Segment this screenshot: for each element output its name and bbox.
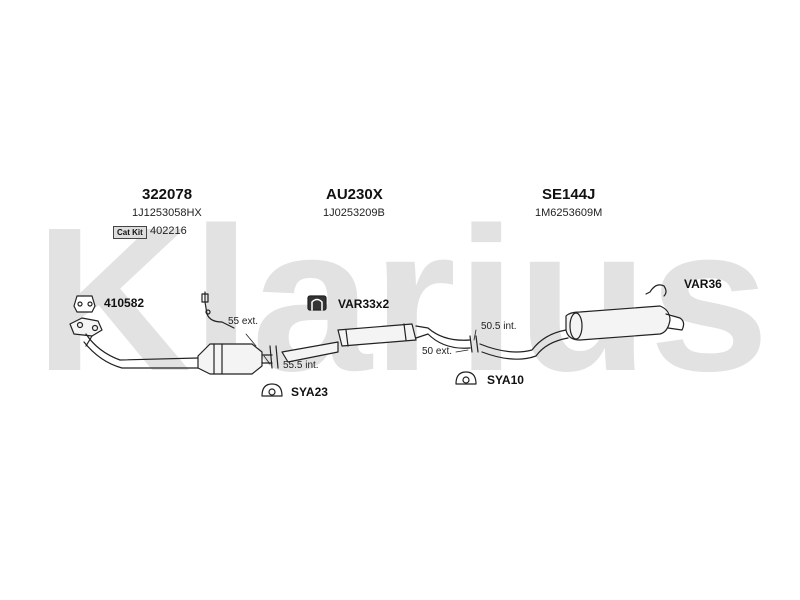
section-3-oem-number: 1M6253609M [535,207,603,219]
dimension-50-5-int: 50.5 int. [481,321,517,332]
gasket-icon [73,295,96,313]
cat-kit-number: 402216 [150,225,187,237]
gasket-label: 410582 [104,296,145,310]
clamp-icon [307,295,327,311]
section-1-part-number: 322078 [142,186,193,203]
rubber-mount-icon-1 [261,383,283,397]
dimension-50-ext: 50 ext. [422,346,453,357]
rear-section [479,305,685,360]
section-3-part-number: SE144J [542,186,596,203]
dimension-55-5-int: 55.5 int. [283,360,319,371]
catalytic-converter [197,343,273,375]
front-pipe [69,317,199,369]
section-1-oem-number: 1J1253058HX [132,207,202,219]
section-2-part-number: AU230X [326,186,383,203]
rubber-mount-icon-2 [455,371,477,385]
mount-1-label: SYA23 [291,385,328,399]
section-2-oem-number: 1J0253209B [323,207,385,219]
hanger-label: VAR36 [684,277,722,291]
cat-kit-badge: Cat Kit [113,226,147,239]
mount-2-label: SYA10 [487,373,524,387]
klarius-watermark: Klarius [35,220,770,380]
centre-section [269,323,479,369]
dimension-55-ext: 55 ext. [228,316,259,327]
clamp-label: VAR33x2 [338,297,390,311]
hanger-icon [645,284,667,297]
lambda-sensor [201,291,235,329]
watermark-text: Klarius [35,220,770,380]
